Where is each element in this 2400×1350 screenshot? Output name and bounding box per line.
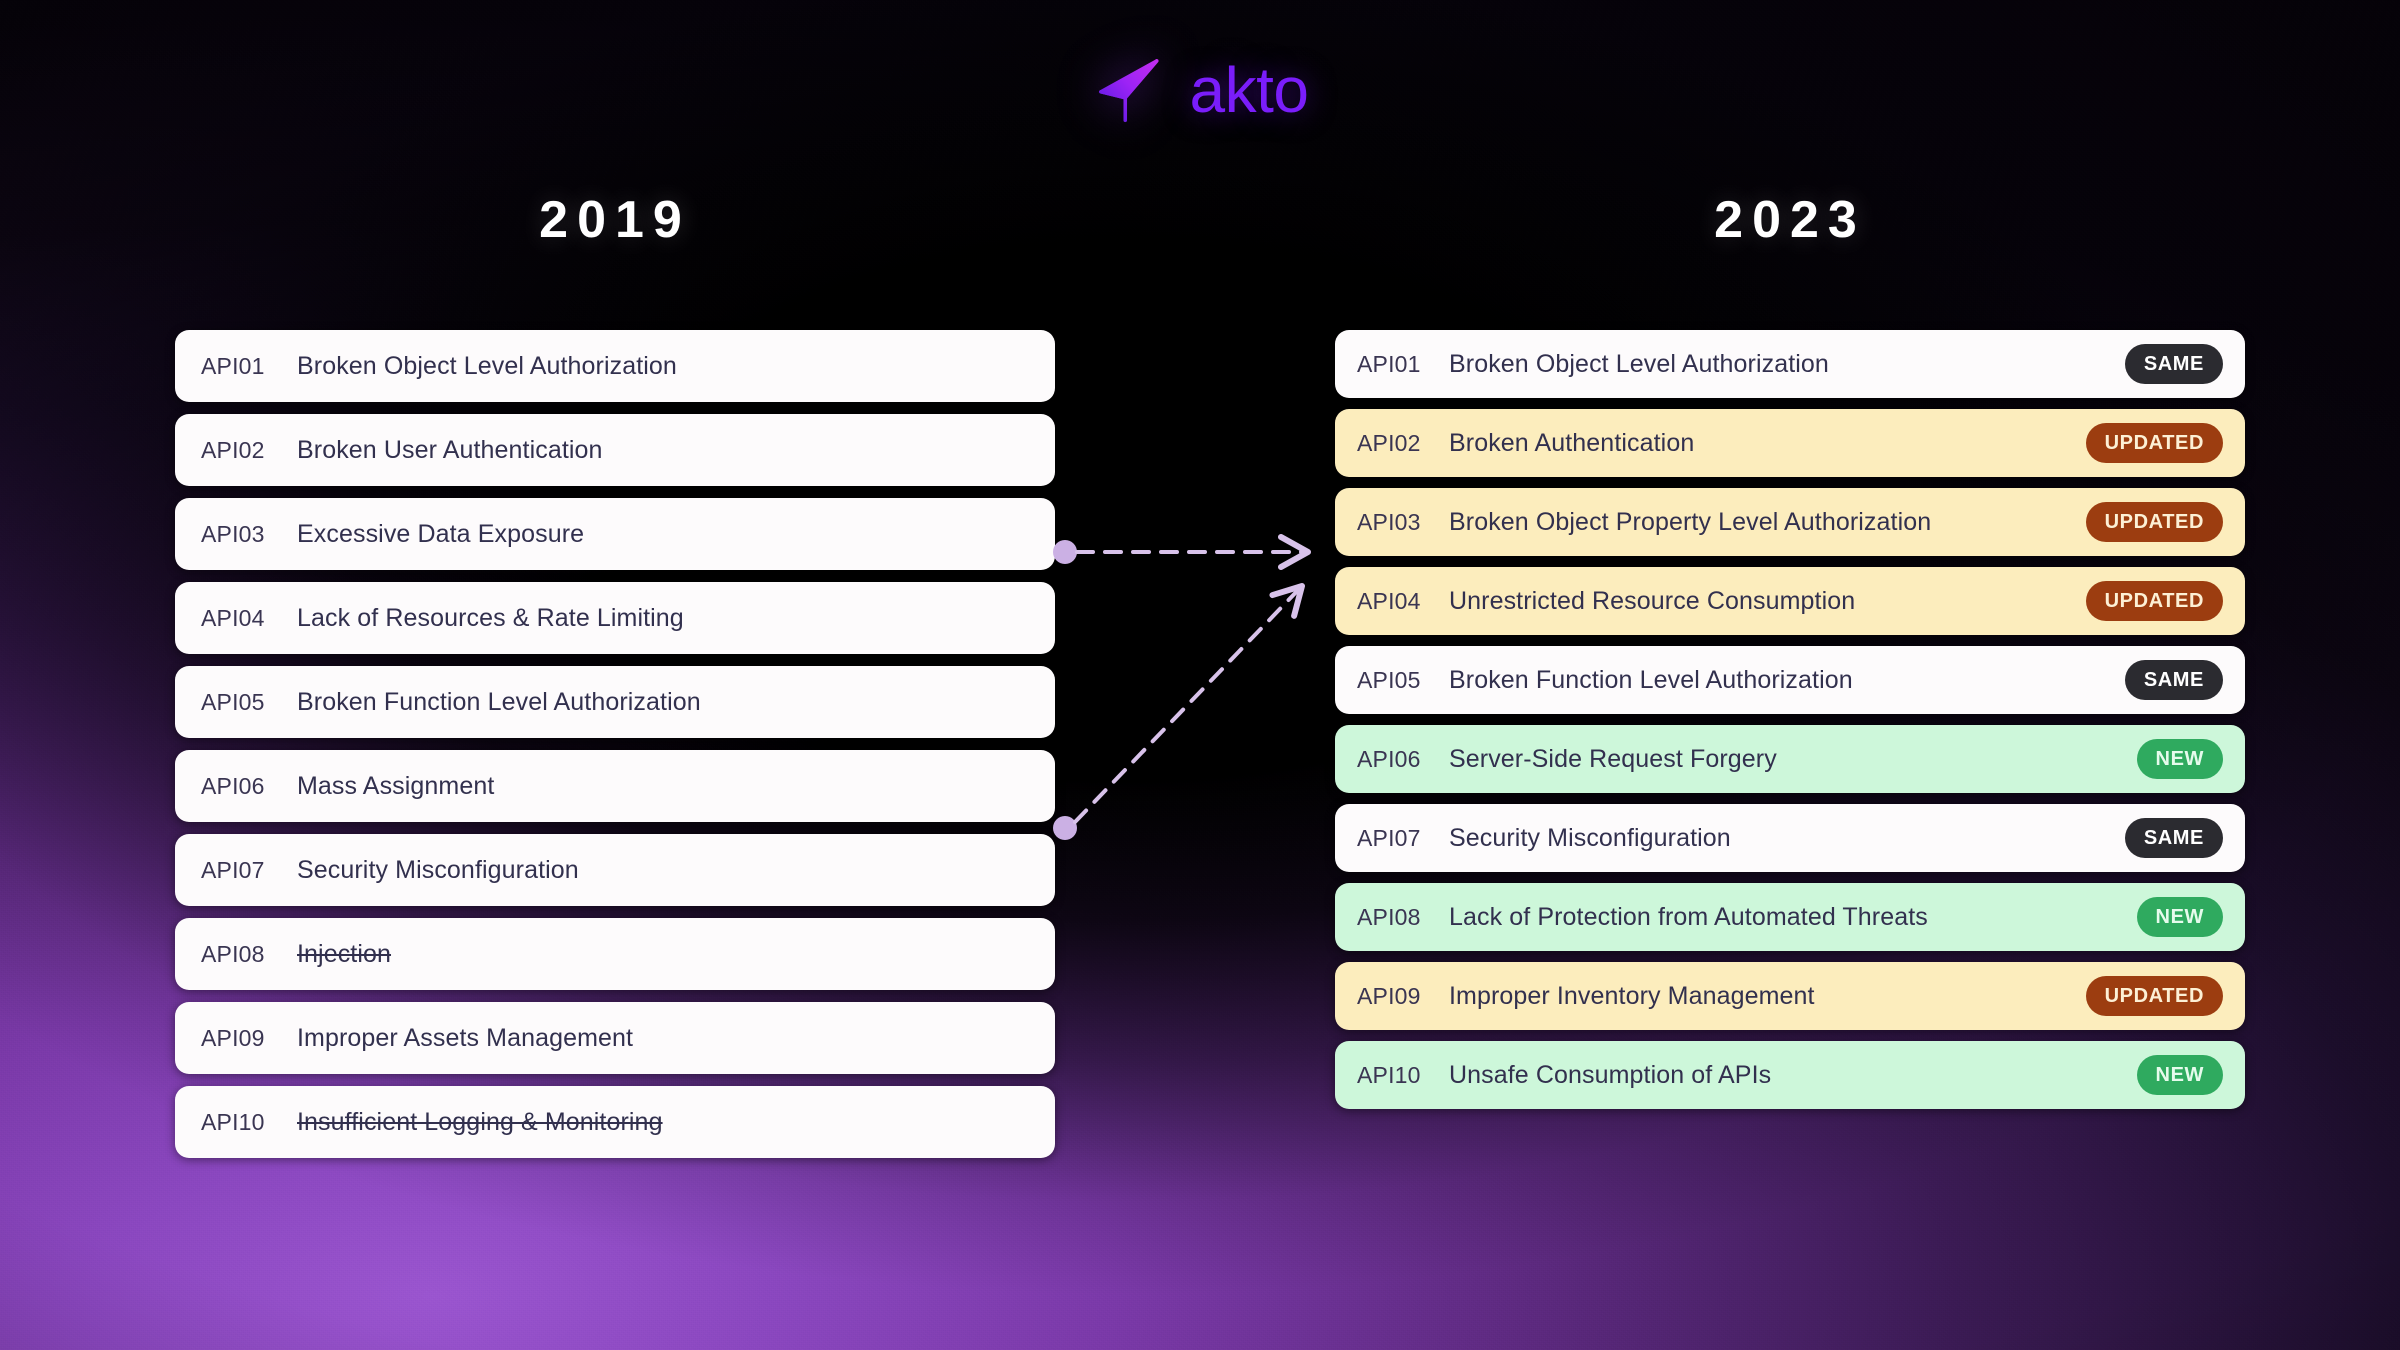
api-id: API07 <box>201 856 265 883</box>
table-row: API06 Server-Side Request Forgery NEW <box>1335 725 2245 793</box>
table-row: API04 Unrestricted Resource Consumption UP… <box>1335 567 2245 635</box>
api-title: Broken Function Level Authorization <box>297 687 701 716</box>
table-row: API07 Security Misconfiguration <box>175 834 1055 906</box>
api-title: Injection <box>297 939 392 968</box>
api-title: Broken User Authentication <box>297 435 603 464</box>
api-id: API10 <box>1357 1061 1421 1088</box>
status-badge: UPDATED <box>2085 581 2223 621</box>
api-id: API02 <box>1357 429 1421 456</box>
brand-name: akto <box>1189 54 1309 126</box>
api-id: API10 <box>201 1108 265 1135</box>
api-title: Server-Side Request Forgery <box>1449 744 1777 773</box>
status-badge: NEW <box>2136 739 2223 779</box>
api-title: Unrestricted Resource Consumption <box>1449 586 1856 615</box>
api-id: API02 <box>201 436 265 463</box>
status-badge: NEW <box>2136 897 2223 937</box>
status-badge: UPDATED <box>2085 976 2223 1016</box>
api-id: API08 <box>201 940 265 967</box>
api-title: Broken Object Level Authorization <box>1449 349 1829 378</box>
status-badge: SAME <box>2124 344 2223 384</box>
table-row: API02 Broken Authentication UPDATED <box>1335 409 2245 477</box>
api-title: Insufficient Logging & Monitoring <box>297 1107 663 1136</box>
api-id: API01 <box>201 352 265 379</box>
api-id: API07 <box>1357 824 1421 851</box>
api-id: API04 <box>1357 587 1421 614</box>
api-title: Mass Assignment <box>297 771 495 800</box>
api-id: API03 <box>1357 508 1421 535</box>
api-id: API09 <box>1357 982 1421 1009</box>
table-row: API05 Broken Function Level Authorization <box>175 666 1055 738</box>
table-row: API10 Insufficient Logging & Monitoring <box>175 1086 1055 1158</box>
api-id: API03 <box>201 520 265 547</box>
table-row: API05 Broken Function Level Authorization… <box>1335 646 2245 714</box>
api-id: API05 <box>201 688 265 715</box>
api-title: Improper Inventory Management <box>1449 981 1815 1010</box>
status-badge: UPDATED <box>2085 423 2223 463</box>
table-row: API04 Lack of Resources & Rate Limiting <box>175 582 1055 654</box>
api-title: Excessive Data Exposure <box>297 519 585 548</box>
table-row: API02 Broken User Authentication <box>175 414 1055 486</box>
api-id: API06 <box>201 772 265 799</box>
table-row: API01 Broken Object Level Authorization SA… <box>1335 330 2245 398</box>
status-badge: NEW <box>2136 1055 2223 1095</box>
api-title: Broken Authentication <box>1449 428 1695 457</box>
table-row: API10 Unsafe Consumption of APIs NEW <box>1335 1041 2245 1109</box>
api-title: Broken Function Level Authorization <box>1449 665 1853 694</box>
table-row: API03 Excessive Data Exposure <box>175 498 1055 570</box>
status-badge: UPDATED <box>2085 502 2223 542</box>
api-title: Security Misconfiguration <box>1449 823 1731 852</box>
api-id: API05 <box>1357 666 1421 693</box>
table-row: API06 Mass Assignment <box>175 750 1055 822</box>
api-id: API01 <box>1357 350 1421 377</box>
api-title: Lack of Resources & Rate Limiting <box>297 603 684 632</box>
table-row: API09 Improper Assets Management <box>175 1002 1055 1074</box>
api-id: API04 <box>201 604 265 631</box>
api-id: API09 <box>201 1024 265 1051</box>
table-row: API03 Broken Object Property Level Author… <box>1335 488 2245 556</box>
api-title: Unsafe Consumption of APIs <box>1449 1060 1772 1089</box>
status-badge: SAME <box>2124 660 2223 700</box>
api-id: API06 <box>1357 745 1421 772</box>
api-title: Broken Object Level Authorization <box>297 351 677 380</box>
year-heading-right: 2023 <box>1714 191 1866 249</box>
table-row: API07 Security Misconfiguration SAME <box>1335 804 2245 872</box>
api-title: Security Misconfiguration <box>297 855 579 884</box>
table-row: API01 Broken Object Level Authorization <box>175 330 1055 402</box>
table-row: API08 Injection <box>175 918 1055 990</box>
api-title: Lack of Protection from Automated Threat… <box>1449 902 1928 931</box>
year-heading-left: 2019 <box>539 191 691 249</box>
api-title: Broken Object Property Level Authorizati… <box>1449 507 1932 536</box>
table-row: API08 Lack of Protection from Automated T… <box>1335 883 2245 951</box>
status-badge: SAME <box>2124 818 2223 858</box>
brand-logo: akto <box>0 52 2400 128</box>
api-title: Improper Assets Management <box>297 1023 634 1052</box>
paper-plane-icon <box>1098 59 1159 123</box>
api-id: API08 <box>1357 903 1421 930</box>
table-row: API09 Improper Inventory Management UPDATE… <box>1335 962 2245 1030</box>
